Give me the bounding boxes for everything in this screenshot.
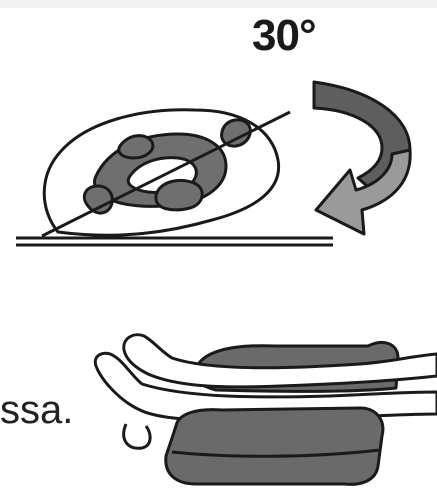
ground-line: [16, 238, 333, 245]
pillow-front: [166, 408, 383, 484]
ischium: [156, 180, 202, 209]
curved-arrow-icon: [314, 82, 410, 234]
pelvis-illustration: [42, 110, 290, 236]
foot-bottom: [124, 424, 150, 448]
caption-fragment: ssa.: [0, 390, 73, 430]
arrow-band-bottom: [316, 150, 410, 234]
top-strip: [0, 0, 437, 8]
legs-on-pillow-illustration: [95, 335, 437, 485]
angle-label: 30°: [252, 14, 316, 58]
